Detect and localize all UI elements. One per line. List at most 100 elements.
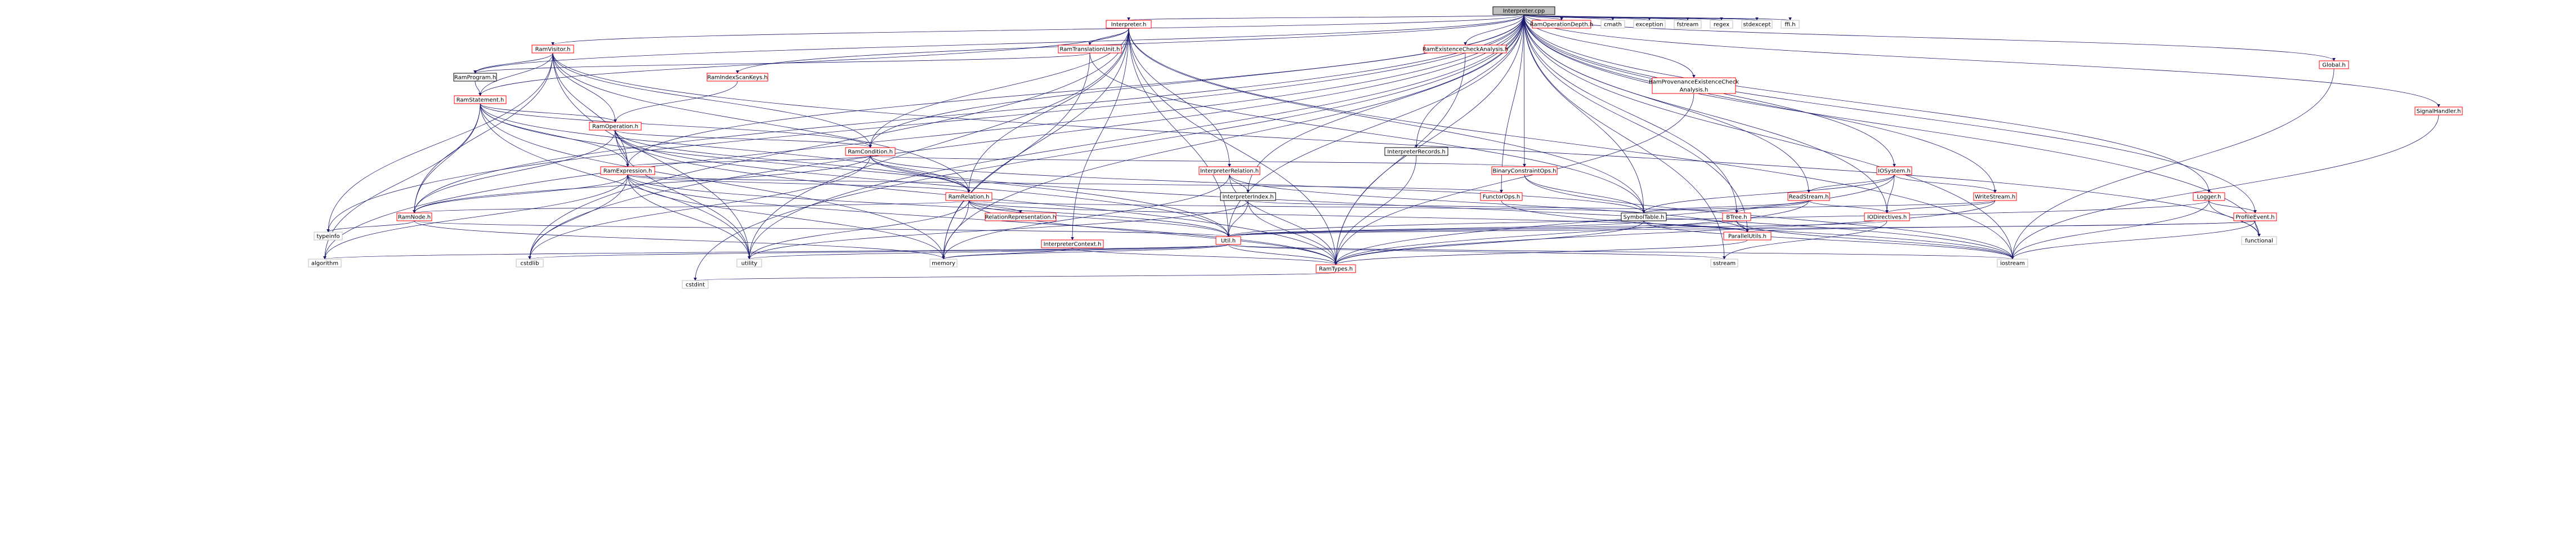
edge-logger_h-to-iostream <box>2011 200 2210 260</box>
edge-ramexpression_h-to-cstdlib <box>528 174 628 260</box>
node-writestream_h[interactable]: WriteStream.h <box>1973 192 2017 201</box>
node-iodirectives_h[interactable]: IODirectives.h <box>1864 212 1910 221</box>
edge-ramcondition_h-to-ramnode_h <box>413 155 871 213</box>
edge-interpreter_cpp-to-ramexpression_h <box>626 14 1524 167</box>
node-readstream_h[interactable]: ReadStream.h <box>1787 192 1830 201</box>
edge-ramvisitor_h-to-utility <box>552 52 751 260</box>
node-box-ramstatement_h <box>454 95 507 104</box>
node-ramcondition_h[interactable]: RamCondition.h <box>845 147 896 156</box>
node-box-regex <box>1710 20 1733 29</box>
node-logger_h[interactable]: Logger.h <box>2193 192 2225 201</box>
node-interpreterrelation_h[interactable]: InterpreterRelation.h <box>1198 166 1260 175</box>
node-box-iosystem_h <box>1876 166 1912 175</box>
node-ramindexscankeys_h[interactable]: RamIndexScanKeys.h <box>706 73 768 82</box>
node-iosystem_h[interactable]: IOSystem.h <box>1876 166 1912 175</box>
node-interpreterindex_h[interactable]: InterpreterIndex.h <box>1220 192 1276 201</box>
edge-iodirectives_h-to-util_h <box>1227 220 1888 237</box>
edge-ramvisitor_h-to-typeinfo <box>327 52 553 233</box>
node-ramexpression_h[interactable]: RamExpression.h <box>600 166 655 175</box>
node-label-iosystem_h: IOSystem.h <box>1878 168 1911 175</box>
edge-ramstatement_h-to-algorithm <box>323 103 481 260</box>
node-ramnode_h[interactable]: RamNode.h <box>396 212 432 221</box>
edge-ramrelation_h-to-parallelutils_h <box>968 200 1749 233</box>
node-label-exception: exception <box>1636 22 1663 28</box>
node-label-interpreterrelation_h: InterpreterRelation.h <box>1200 168 1259 175</box>
edge-ramrelation_h-to-ramnode_h <box>413 200 969 213</box>
edge-interpreter_h-to-interpretercontext_h <box>1071 28 1129 241</box>
node-profileevent_h[interactable]: ProfileEvent.h <box>2233 212 2277 221</box>
edge-ramstatement_h-to-utility <box>480 103 751 260</box>
node-label-ramnode_h: RamNode.h <box>398 215 431 221</box>
edge-ramtranslationunit_h-to-ramprogram_h <box>473 52 1090 74</box>
edge-interpreterindex_h-to-util_h <box>1227 200 1249 237</box>
node-box-ramoperationdepth_h <box>1532 20 1591 29</box>
node-label-interpretercontext_h: InterpreterContext.h <box>1044 242 1102 248</box>
node-label-ramoperationdepth_h: RamOperationDepth.h <box>1530 22 1593 28</box>
node-ramtranslationunit_h[interactable]: RamTranslationUnit.h <box>1058 44 1122 54</box>
node-typeinfo: typeinfo <box>314 232 343 241</box>
node-ramrelation_h[interactable]: RamRelation.h <box>945 192 992 201</box>
node-interpreter_h[interactable]: Interpreter.h <box>1106 20 1152 29</box>
node-ramexistencecheckanalysis_h[interactable]: RamExistenceCheckAnalysis.h <box>1423 44 1508 54</box>
node-ramoperationdepth_h[interactable]: RamOperationDepth.h <box>1530 20 1593 29</box>
edge-ramrelation_h-to-symboltable_h <box>968 200 1645 213</box>
node-symboltable_h[interactable]: SymbolTable.h <box>1621 212 1667 221</box>
node-ramvisitor_h[interactable]: RamVisitor.h <box>531 44 574 54</box>
edge-ramoperation_h-to-ramrelation_h <box>615 130 971 193</box>
edge-interpreter_cpp-to-logger_h <box>1523 14 2211 193</box>
edge-functorops_h-to-iostream <box>1501 200 2014 260</box>
node-util_h[interactable]: Util.h <box>1215 236 1241 245</box>
node-ramtypes_h[interactable]: RamTypes.h <box>1316 264 1356 273</box>
node-interpreter_cpp[interactable]: Interpreter.cpp <box>1492 6 1555 15</box>
edge-util_h-to-iostream <box>1228 244 2014 260</box>
node-global_h[interactable]: Global.h <box>2319 60 2349 69</box>
edge-iosystem_h-to-ramtypes_h <box>1334 174 1895 265</box>
edge-logger_h-to-profileevent_h <box>2208 200 2257 213</box>
node-functorops_h[interactable]: FunctorOps.h <box>1480 192 1523 201</box>
edge-ramexpression_h-to-util_h <box>627 174 1230 237</box>
node-label-functional: functional <box>2245 238 2273 244</box>
edge-iosystem_h-to-writestream_h <box>1894 174 1997 193</box>
edge-interpreterrelation_h-to-ramtypes_h <box>1229 174 1338 265</box>
node-label-ramoperation_h: RamOperation.h <box>592 124 638 130</box>
node-parallelutils_h[interactable]: ParallelUtils.h <box>1723 232 1772 241</box>
node-relationrepresentation_h[interactable]: RelationRepresentation.h <box>985 212 1057 221</box>
node-label-ramstatement_h: RamStatement.h <box>457 97 504 104</box>
node-label-parallelutils_h: ParallelUtils.h <box>1728 234 1766 240</box>
node-box-ramtranslationunit_h <box>1058 44 1122 54</box>
node-functional: functional <box>2241 236 2277 245</box>
edge-interpreter_cpp-to-utility <box>748 14 1524 260</box>
edge-interpreterrelation_h-to-memory <box>942 174 1230 260</box>
node-box-btree_h <box>1722 212 1751 221</box>
edge-symboltable_h-to-util_h <box>1227 220 1644 237</box>
node-binaryconstraintops_h[interactable]: BinaryConstraintOps.h <box>1491 166 1558 175</box>
edge-interpreter_cpp-to-typeinfo <box>327 14 1524 233</box>
node-box-ramoperation_h <box>589 122 642 131</box>
edge-interpreter_cpp-to-writestream_h <box>1523 14 1997 193</box>
node-interpreterrecords_h[interactable]: InterpreterRecords.h <box>1384 147 1448 156</box>
node-ramprogram_h[interactable]: RamProgram.h <box>453 73 497 82</box>
edge-util_h-to-ramtypes_h <box>1228 244 1338 265</box>
node-box-ramtypes_h <box>1316 264 1356 273</box>
node-ramstatement_h[interactable]: RamStatement.h <box>454 95 507 104</box>
node-ramoperation_h[interactable]: RamOperation.h <box>589 122 642 131</box>
node-label-functorops_h: FunctorOps.h <box>1483 194 1520 201</box>
node-signalhandler_h[interactable]: SignalHandler.h <box>2414 106 2463 115</box>
node-label-ramtypes_h: RamTypes.h <box>1319 266 1353 273</box>
edge-ramprogram_h-to-ramstatement_h <box>475 81 482 96</box>
node-box-cstdlib <box>516 259 544 268</box>
edge-interpreter_cpp-to-parallelutils_h <box>1523 14 1749 233</box>
node-label-ramexpression_h: RamExpression.h <box>603 168 652 175</box>
edge-ramstatement_h-to-memory <box>480 103 945 260</box>
edge-ramexpression_h-to-memory <box>627 174 945 260</box>
edge-ramcondition_h-to-ramexpression_h <box>626 155 871 167</box>
edge-ramnode_h-to-util_h <box>414 220 1230 237</box>
node-label-profileevent_h: ProfileEvent.h <box>2235 215 2274 221</box>
node-label-cmath: cmath <box>1604 22 1622 28</box>
node-label-logger_h: Logger.h <box>2197 194 2221 201</box>
node-box-iodirectives_h <box>1864 212 1910 221</box>
edge-ramvisitor_h-to-ramrelation_h <box>552 52 971 193</box>
node-btree_h[interactable]: BTree.h <box>1722 212 1751 221</box>
node-interpretercontext_h[interactable]: InterpreterContext.h <box>1041 239 1104 248</box>
